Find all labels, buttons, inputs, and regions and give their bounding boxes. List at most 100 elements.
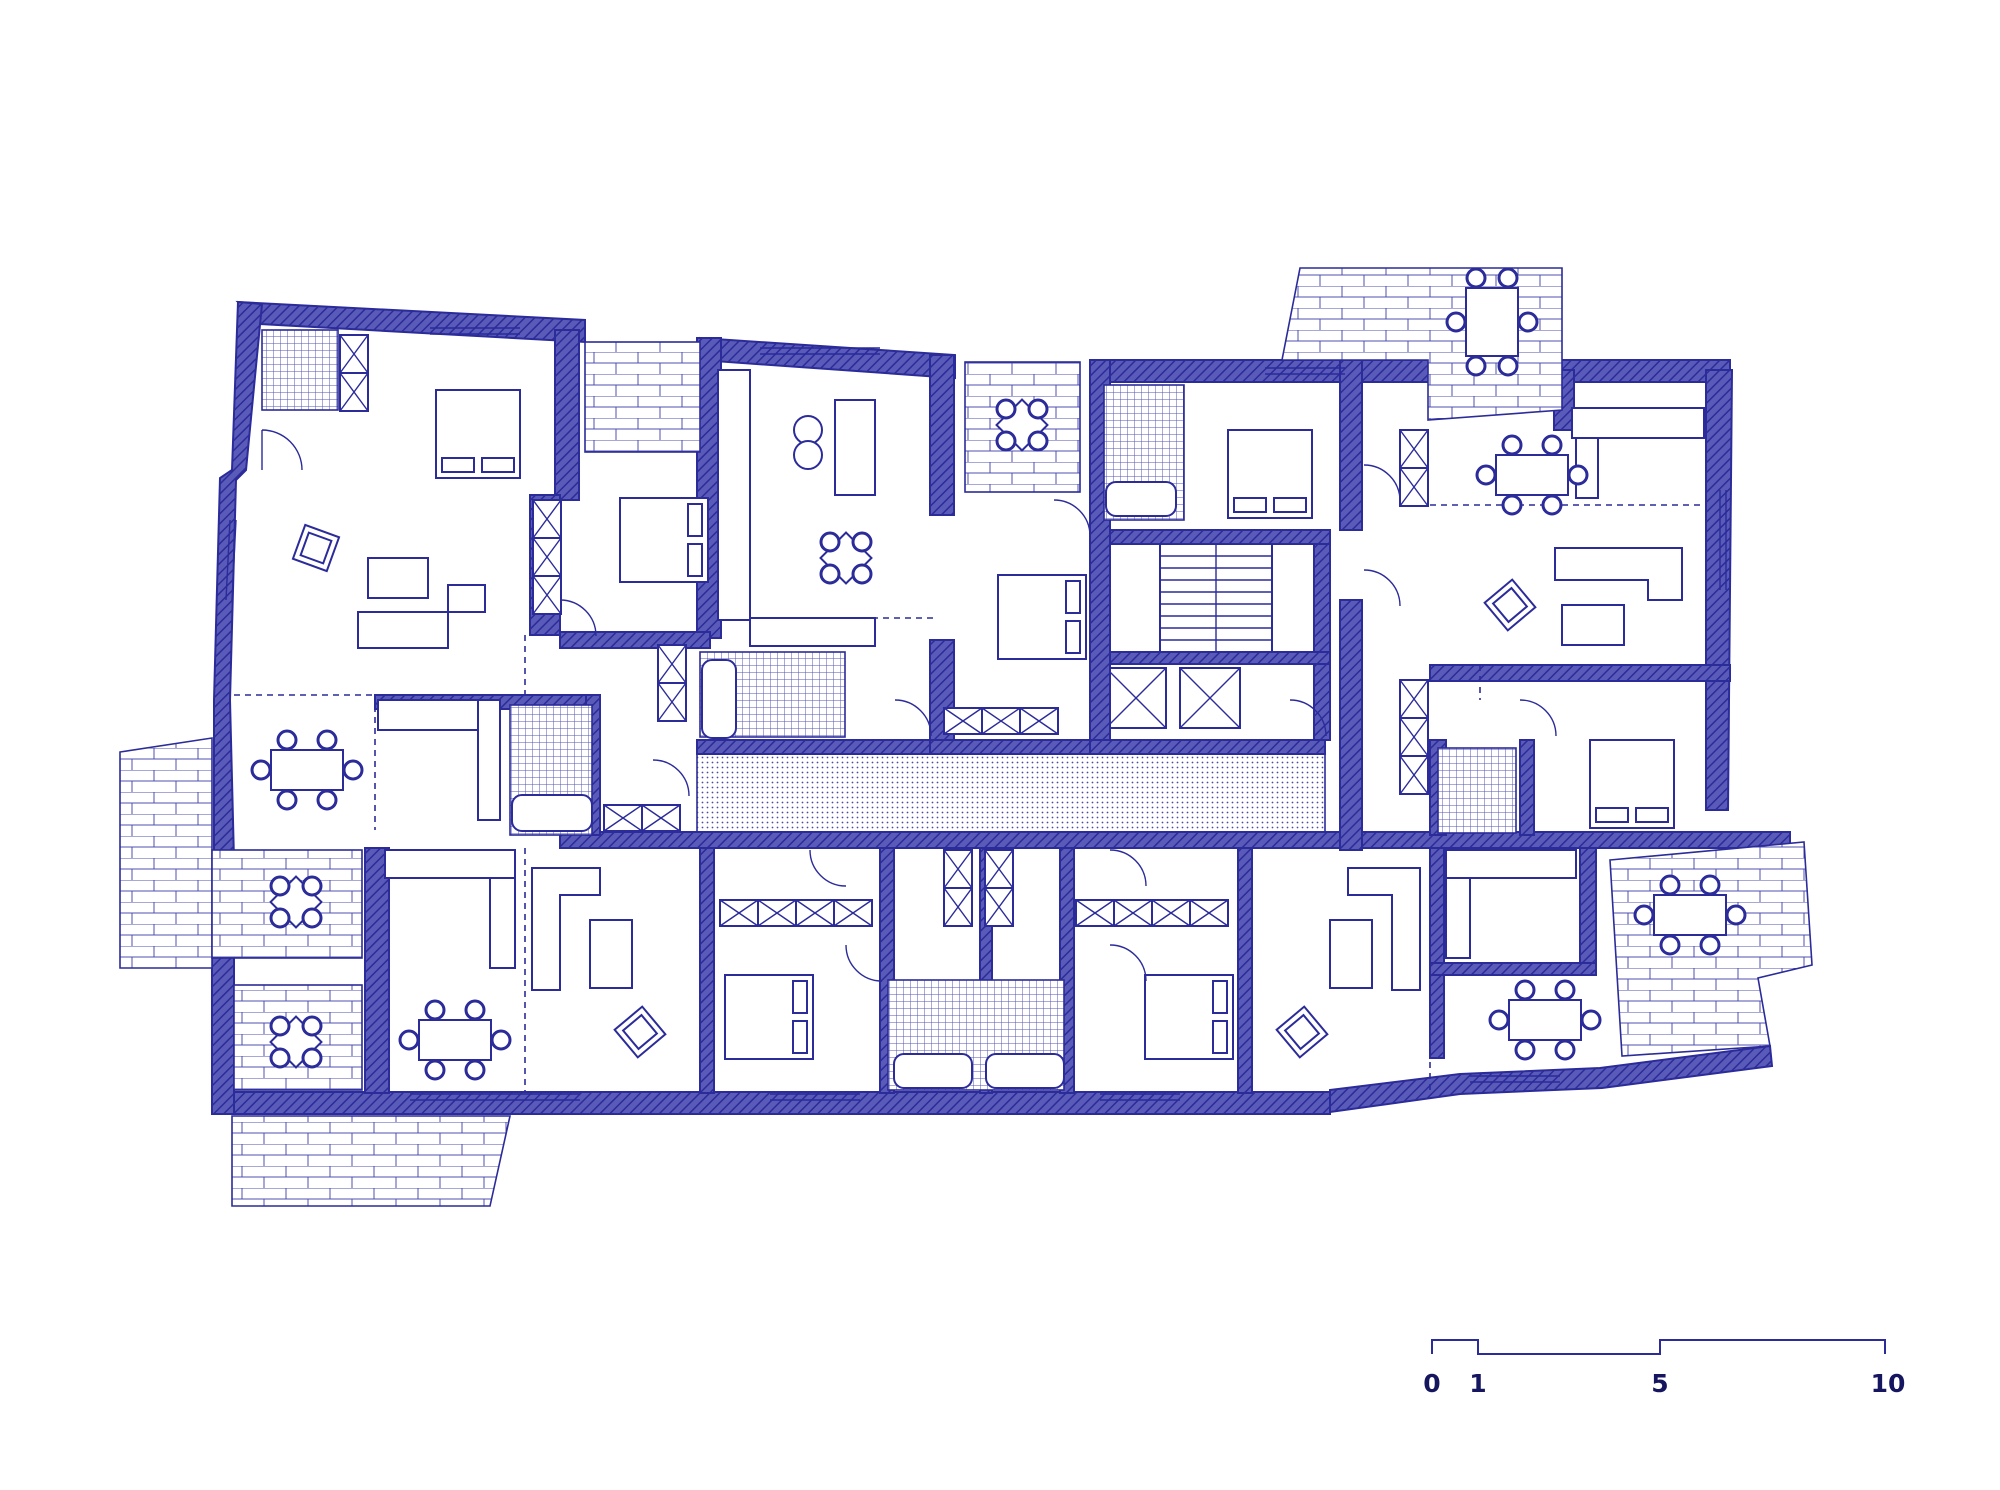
balcony	[1281, 267, 1563, 421]
room-boundary	[234, 694, 376, 830]
table-for-four	[995, 398, 1049, 452]
interior-wall	[1579, 847, 1597, 964]
window	[770, 1093, 860, 1101]
armchair	[613, 1005, 667, 1059]
double-bed	[1144, 974, 1234, 1060]
table-for-four	[269, 1015, 323, 1069]
wardrobe	[1399, 679, 1429, 719]
double-bed	[435, 389, 521, 479]
door-swing	[652, 759, 690, 797]
core-wall	[1313, 529, 1331, 741]
window	[1719, 490, 1727, 590]
bathroom	[261, 329, 339, 411]
balcony	[231, 1115, 511, 1207]
dining-table	[250, 729, 364, 811]
door-swing	[1109, 849, 1147, 887]
wardrobe	[1189, 899, 1229, 927]
interior-wall	[699, 847, 715, 1094]
kitchen-counter	[489, 877, 516, 969]
door-swing	[809, 849, 847, 887]
table-for-four	[819, 531, 873, 585]
wardrobe	[603, 804, 643, 832]
interior-wall	[1429, 962, 1597, 976]
door-swing	[1363, 569, 1401, 607]
wardrobe	[339, 372, 369, 412]
window	[430, 327, 520, 335]
bathtub	[985, 1053, 1065, 1089]
dining-table	[1488, 979, 1602, 1061]
window	[1470, 1075, 1560, 1083]
core-wall	[1089, 651, 1331, 665]
door-swing	[894, 699, 932, 737]
wardrobe	[1019, 707, 1059, 735]
wardrobe	[532, 499, 562, 539]
kitchen-counter	[717, 369, 751, 621]
elevator-cross	[1179, 667, 1241, 729]
wardrobe	[984, 887, 1014, 927]
stair-treads	[1160, 544, 1272, 652]
coffee-table	[589, 919, 633, 989]
door-swing	[1363, 464, 1401, 502]
coffee-table	[367, 557, 429, 599]
door-swing	[261, 429, 303, 471]
interior-wall	[554, 329, 580, 501]
scale-label-5: 5	[1651, 1369, 1668, 1398]
armchair	[1483, 578, 1537, 632]
round-table	[793, 440, 823, 470]
interior-wall	[929, 354, 955, 516]
kitchen-counter	[384, 849, 516, 879]
loggia	[584, 341, 701, 453]
interior-wall	[559, 631, 711, 649]
wardrobe	[795, 899, 835, 927]
scale-label-1: 1	[1469, 1369, 1486, 1398]
kitchen-counter	[1445, 849, 1577, 879]
bathtub	[701, 659, 737, 739]
sofa	[1554, 547, 1683, 601]
wardrobe	[1399, 429, 1429, 469]
window	[410, 1093, 580, 1101]
wardrobe	[981, 707, 1021, 735]
elevator-cross	[1105, 667, 1167, 729]
wardrobe	[339, 334, 369, 374]
interior-wall	[1429, 847, 1445, 1059]
bathtub	[511, 794, 593, 832]
interior-wall	[364, 847, 390, 1094]
sofa	[834, 399, 876, 496]
door-swing	[845, 944, 883, 982]
coffee-table	[1329, 919, 1373, 989]
wardrobe	[657, 644, 687, 684]
double-bed	[997, 574, 1087, 660]
door-swing	[1053, 499, 1091, 537]
kitchen-counter	[749, 617, 876, 647]
wardrobe	[1399, 467, 1429, 507]
exterior-wall	[211, 1091, 1331, 1115]
door-swing	[1289, 699, 1327, 737]
kitchen-counter	[1571, 407, 1705, 439]
bathtub	[893, 1053, 973, 1089]
double-bed	[619, 497, 709, 583]
door-swing	[559, 599, 597, 637]
window	[760, 347, 880, 355]
interior-wall	[1519, 739, 1535, 836]
core-wall	[1089, 529, 1331, 545]
scale-label-10: 10	[1871, 1369, 1906, 1398]
wardrobe	[833, 899, 873, 927]
wardrobe	[532, 575, 562, 615]
interior-wall	[1339, 359, 1363, 531]
wardrobe	[657, 682, 687, 722]
interior-wall	[1237, 847, 1253, 1094]
door-swing	[1109, 944, 1147, 982]
kitchen-counter	[1445, 877, 1471, 959]
dining-table	[1475, 434, 1589, 516]
wardrobe	[532, 537, 562, 577]
coffee-table	[1561, 604, 1625, 646]
exterior-wall	[1089, 359, 1731, 383]
table-for-four	[269, 875, 323, 929]
wardrobe	[943, 849, 973, 889]
armchair	[291, 523, 341, 573]
wardrobe	[1151, 899, 1191, 927]
double-bed	[1227, 429, 1313, 519]
wardrobe	[943, 707, 983, 735]
exterior-wall	[1329, 1044, 1774, 1114]
